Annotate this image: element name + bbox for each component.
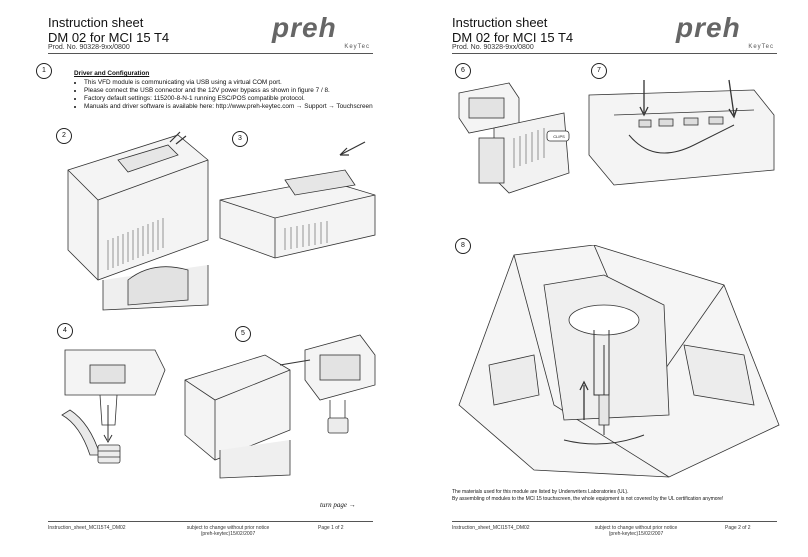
- page-title: Instruction sheet DM 02 for MCI 15 T4: [452, 15, 573, 45]
- step-6-number: 6: [455, 63, 471, 79]
- footer-file: Instruction_sheet_MCI15T4_DM02: [452, 525, 530, 531]
- logo-brand: preh: [272, 12, 337, 43]
- footer-rule: [48, 521, 373, 522]
- title-line-1: Instruction sheet: [48, 15, 144, 30]
- step-4-number: 4: [57, 323, 73, 339]
- figure-7-illustration: [584, 75, 784, 195]
- footer-notice-1: subject to change without prior notice: [594, 525, 678, 531]
- step-5-number: 5: [235, 326, 251, 342]
- footer-notice-2: (preh-keytec)15/02/2007: [200, 531, 256, 537]
- footer-page: Page 1 of 2: [318, 525, 344, 531]
- turn-page-label: turn page →: [320, 501, 356, 509]
- step-1-number: 1: [36, 63, 52, 79]
- header-rule: [48, 53, 373, 54]
- header-rule: [452, 53, 777, 54]
- notice-line-2: By assembling of modules to the MCI 15 t…: [452, 495, 724, 502]
- title-line-2: DM 02 for MCI 15 T4: [452, 30, 574, 45]
- driver-heading: Driver and Configuration: [74, 70, 150, 77]
- footer-notice: subject to change without prior notice (…: [178, 525, 278, 537]
- driver-item: Please connect the USB connector and the…: [84, 87, 373, 95]
- ul-notice: The materials used for this module are l…: [452, 489, 782, 502]
- driver-item: Manuals and driver software is available…: [84, 103, 373, 111]
- driver-item: Factory default settings: 115200-8-N-1 r…: [84, 95, 373, 103]
- driver-list: This VFD module is communicating via USB…: [74, 79, 373, 111]
- step-2-number: 2: [56, 128, 72, 144]
- clips-label: CLIPS: [553, 134, 565, 139]
- figure-6-illustration: CLIPS: [454, 78, 574, 198]
- step-8-number: 8: [455, 238, 471, 254]
- product-number: Prod. No. 90328-9xx/0800: [48, 44, 130, 51]
- preh-logo: preh KeyTec: [272, 12, 372, 51]
- figure-4-illustration: [60, 345, 170, 480]
- footer-notice: subject to change without prior notice (…: [586, 525, 686, 537]
- page-title: Instruction sheet DM 02 for MCI 15 T4: [48, 15, 169, 45]
- step-7-number: 7: [591, 63, 607, 79]
- logo-sub: KeyTec: [748, 44, 774, 50]
- figure-8-illustration: [454, 244, 784, 485]
- logo-sub: KeyTec: [344, 44, 370, 50]
- driver-item: This VFD module is communicating via USB…: [84, 79, 373, 87]
- page-2: Instruction sheet DM 02 for MCI 15 T4 Pr…: [404, 0, 808, 557]
- figure-3-illustration: [215, 140, 385, 265]
- footer-notice-1: subject to change without prior notice: [186, 525, 270, 531]
- page-1: Instruction sheet DM 02 for MCI 15 T4 Pr…: [0, 0, 404, 557]
- footer-rule: [452, 521, 777, 522]
- preh-logo: preh KeyTec: [676, 12, 776, 51]
- step-3-number: 3: [232, 131, 248, 147]
- driver-section: Driver and Configuration This VFD module…: [74, 70, 373, 111]
- footer-file: Instruction_sheet_MCI15T4_DM02: [48, 525, 126, 531]
- footer-notice-2: (preh-keytec)15/02/2007: [608, 531, 664, 537]
- figure-5-illustration: [180, 330, 380, 480]
- footer-page: Page 2 of 2: [725, 525, 751, 531]
- figure-2-illustration: [58, 130, 218, 315]
- product-number: Prod. No. 90328-9xx/0800: [452, 44, 534, 51]
- title-line-1: Instruction sheet: [452, 15, 548, 30]
- title-line-2: DM 02 for MCI 15 T4: [48, 30, 170, 45]
- logo-brand: preh: [676, 12, 741, 43]
- notice-line-1: The materials used for this module are l…: [452, 489, 629, 495]
